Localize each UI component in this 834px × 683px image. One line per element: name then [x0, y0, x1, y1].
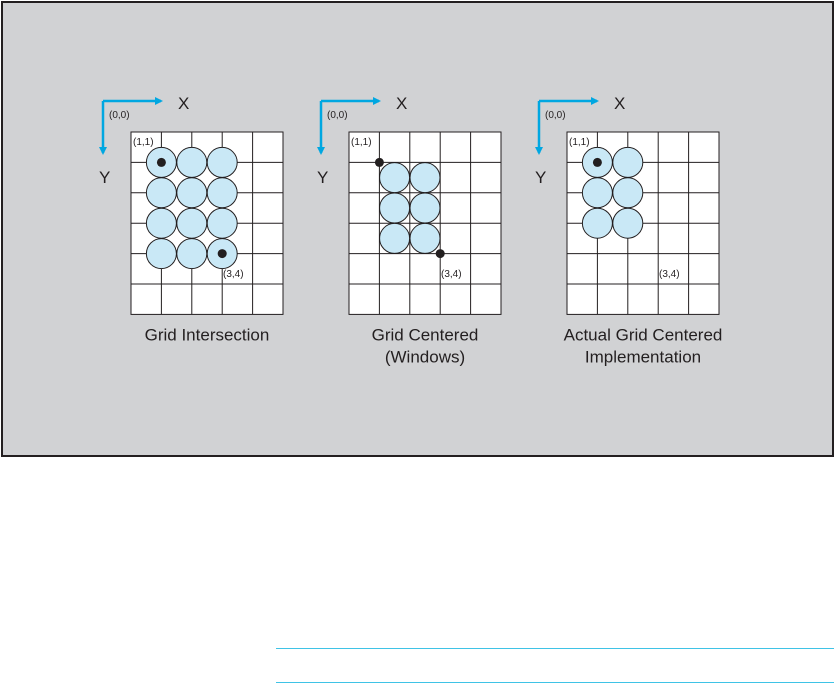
end-point-label: (3,4)	[223, 269, 244, 280]
footer-rule-top	[276, 648, 834, 649]
x-axis-label: X	[614, 94, 625, 113]
pixel-circle	[409, 162, 441, 194]
pixel-circle	[176, 238, 208, 270]
panel-3: X Y (0,0) (1,1) (3,4) Actual Grid CenteredImp…	[535, 94, 722, 366]
start-point-label: (1,1)	[351, 137, 372, 148]
x-axis-label: X	[178, 94, 189, 113]
caption-line: Grid Centered	[372, 325, 479, 344]
pixel-circle	[409, 192, 441, 224]
start-point-label: (1,1)	[569, 137, 590, 148]
pixel-circle	[176, 177, 208, 209]
panel-2: X Y (0,0) (1,1) (3,4) Grid Centered (Windows)	[317, 94, 502, 366]
pixel-circle	[176, 146, 208, 178]
origin-label: (0,0)	[327, 110, 348, 121]
caption-line: Actual Grid Centered	[564, 325, 723, 344]
caption-line: Grid Intersection	[145, 325, 270, 344]
caption-line: Implementation	[585, 347, 701, 366]
y-axis-label: Y	[99, 168, 110, 187]
y-axis-label: Y	[535, 168, 546, 187]
pixel-circle	[379, 192, 411, 224]
point-dot	[217, 249, 227, 259]
pixel-circle	[206, 146, 238, 178]
caption-line: (Windows)	[385, 347, 465, 366]
point-dot	[592, 157, 602, 167]
panel-1: X Y (0,0) (1,1) (3,4) Grid Intersection	[99, 94, 284, 344]
pixel-circle	[176, 207, 208, 239]
pixel-circle	[206, 207, 238, 239]
pixel-circle	[379, 222, 411, 254]
pixel-circle	[612, 177, 644, 209]
pixel-circle	[612, 207, 644, 239]
pixel-circle	[145, 177, 177, 209]
pixel-circle	[581, 177, 613, 209]
pixel-circle	[409, 222, 441, 254]
point-dot	[374, 157, 384, 167]
x-axis-label: X	[396, 94, 407, 113]
origin-label: (0,0)	[109, 110, 130, 121]
end-point-label: (3,4)	[441, 269, 462, 280]
origin-label: (0,0)	[545, 110, 566, 121]
end-point-label: (3,4)	[659, 269, 680, 280]
pixel-circle	[379, 162, 411, 194]
pixel-circle	[206, 177, 238, 209]
start-point-label: (1,1)	[133, 137, 154, 148]
point-dot	[156, 157, 166, 167]
pixel-circle	[612, 146, 644, 178]
pixel-circle	[581, 207, 613, 239]
y-axis-label: Y	[317, 168, 328, 187]
pixel-circle	[145, 207, 177, 239]
point-dot	[435, 249, 445, 259]
pixel-circle	[145, 238, 177, 270]
